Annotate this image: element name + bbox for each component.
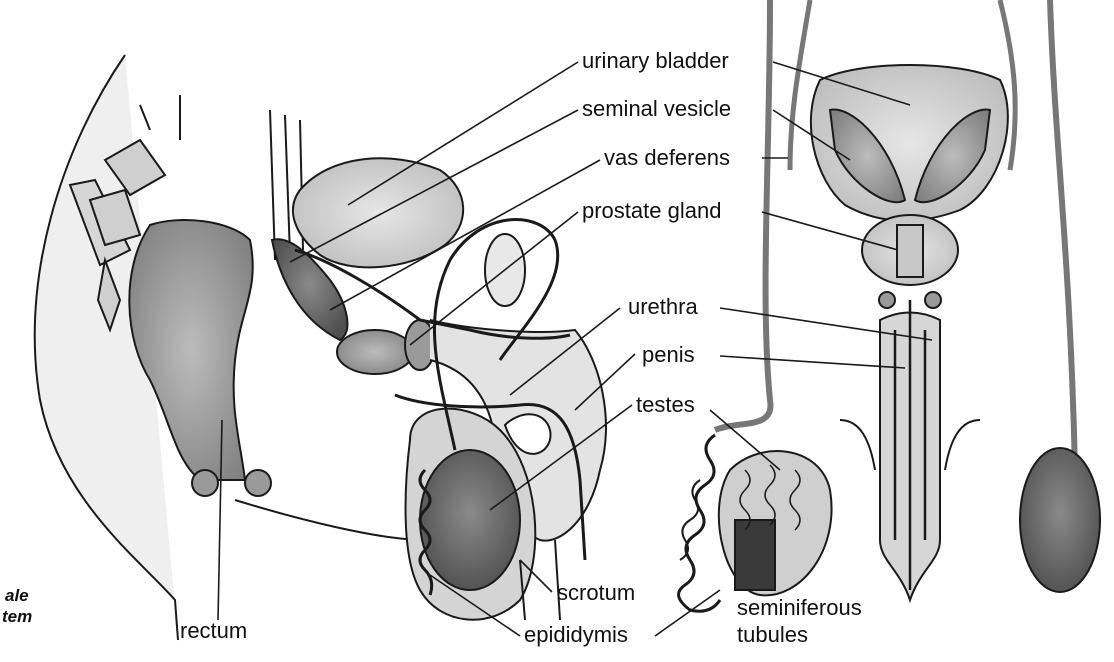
anus-right [245,470,271,496]
testis-sagittal [420,450,520,590]
leader-urinary-bladder-sagittal [348,62,578,205]
leader-epididymis-2 [655,590,720,636]
prostate-sagittal [337,330,413,374]
anus-left [192,470,218,496]
label-vas-deferens: vas deferens [604,145,730,171]
epididymis-frontal [679,435,720,611]
caption-line-1: ale [5,585,29,607]
label-tubules: tubules [737,622,808,648]
sagittal-section [35,55,606,640]
leader-penis-frontal [720,356,905,368]
label-seminiferous: seminiferous [737,595,862,621]
label-urethra: urethra [628,294,698,320]
label-rectum: rectum [180,618,247,644]
label-scrotum: scrotum [557,580,635,606]
label-prostate-gland: prostate gland [582,198,721,224]
label-seminal-vesicle: seminal vesicle [582,96,731,122]
caption-line-2: tem [2,606,32,628]
label-epididymis: epididymis [524,622,628,648]
label-urinary-bladder: urinary bladder [582,48,729,74]
testis-right-frontal [1020,448,1100,592]
frontal-view [679,0,1100,611]
testis-cut-face [735,520,775,590]
label-penis: penis [642,342,695,368]
label-testes: testes [636,392,695,418]
